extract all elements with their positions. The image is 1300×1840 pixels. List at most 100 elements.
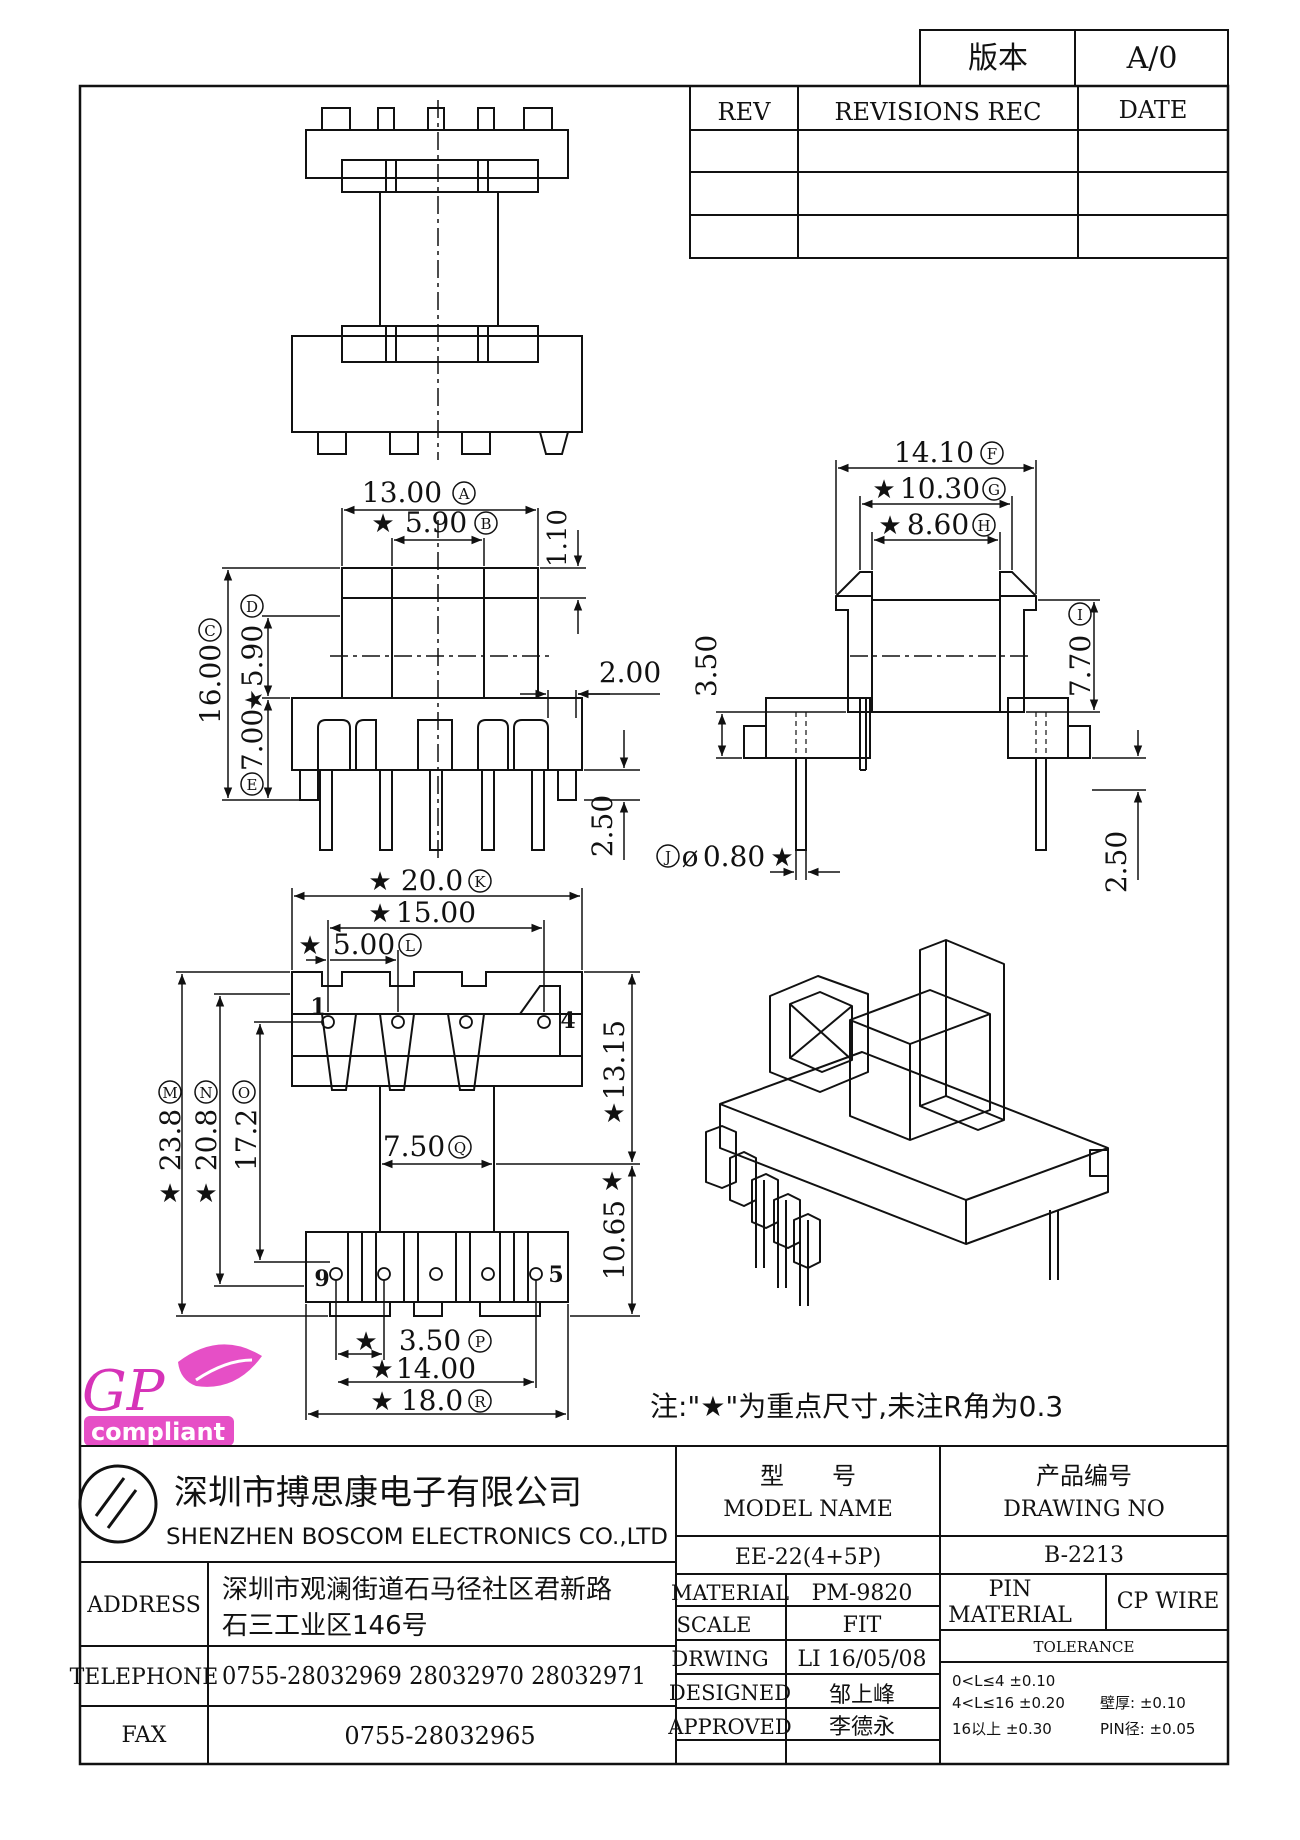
dim-M-value: 23.8	[154, 1109, 187, 1171]
dim-G-marker	[982, 477, 1006, 501]
model-label-cn: 型 号	[760, 1462, 856, 1490]
pin-label-1: 1	[310, 994, 325, 1020]
dim-E-letter: E	[247, 776, 258, 794]
dim-3-50: 3.50	[690, 635, 723, 697]
drawing-label-en: DRAWING NO	[1003, 1497, 1165, 1522]
side-view-hidden-lines	[795, 712, 1047, 758]
drawing-value: B-2213	[1044, 1543, 1124, 1568]
tolerance-label: TOLERANCE	[1034, 1638, 1135, 1656]
dim-H-letter: H	[977, 517, 990, 535]
approved-label: APPROVED	[667, 1715, 791, 1739]
compliant-text: compliant	[91, 1418, 225, 1446]
dim-B-value: 5.90	[405, 506, 467, 539]
isometric-view	[705, 939, 1109, 1306]
pin-label-9: 9	[314, 1266, 329, 1292]
dim-L-letter: L	[405, 937, 415, 955]
dim-K-letter: K	[474, 873, 486, 891]
tol-row2: 4<L≤16 ±0.20	[952, 1694, 1065, 1712]
dim-N-marker	[194, 1080, 218, 1104]
dim-G-star: ★	[872, 475, 895, 505]
gp-logo-text: GP	[82, 1359, 166, 1424]
fax-label: FAX	[122, 1723, 167, 1748]
dim-2-50-side: 2.50	[1100, 831, 1133, 893]
dim-C-letter: C	[204, 622, 215, 640]
front-view	[291, 567, 583, 851]
telephone-label: TELEPHONE	[70, 1665, 219, 1690]
dim-M-marker	[158, 1080, 182, 1104]
pin-label-4: 4	[560, 1008, 575, 1034]
approved-value: 李德永	[829, 1715, 895, 1740]
dim-Q-letter: Q	[454, 1139, 466, 1157]
tol-wall: 壁厚: ±0.10	[1100, 1694, 1186, 1712]
dim-Q-value: 7.50	[383, 1130, 445, 1163]
scale-label: SCALE	[677, 1613, 752, 1637]
dim-E-marker	[240, 772, 264, 796]
side-view	[743, 571, 1091, 851]
dim-F-letter: F	[987, 445, 997, 463]
dim-J-marker	[656, 844, 680, 868]
dim-D-marker	[240, 594, 264, 618]
dim-P-letter: P	[475, 1333, 485, 1351]
dim-L-value: 5.00	[333, 928, 395, 961]
dim-L-star: ★	[298, 931, 321, 961]
dim-O-value: 17.2	[230, 1109, 263, 1171]
dim-2-50-front: 2.50	[586, 795, 619, 857]
version-label: 版本	[968, 41, 1028, 76]
dim-O-letter: O	[238, 1084, 250, 1102]
dim-H-marker	[972, 513, 996, 537]
pin-material-line1: PIN	[989, 1577, 1032, 1602]
dim-K-star: ★	[368, 867, 391, 897]
compliant-banner	[84, 1416, 234, 1446]
dim-Q-marker	[448, 1135, 472, 1159]
dim-H-value: 8.60	[907, 508, 969, 541]
material-label: MATERIAL	[671, 1581, 789, 1605]
dim-E-star: ★	[240, 689, 268, 711]
tol-pin: PIN径: ±0.05	[1100, 1720, 1195, 1738]
dim-M-star: ★	[158, 1179, 181, 1209]
pin-material-value: CP WIRE	[1117, 1589, 1220, 1614]
address-line1: 深圳市观澜街道石马径社区君新路	[222, 1575, 612, 1605]
version-value: A/0	[1126, 41, 1178, 76]
dim-A-value: 13.00	[362, 476, 442, 509]
date-header: DATE	[1119, 96, 1188, 124]
address-label: ADDRESS	[86, 1593, 201, 1618]
dim-R-star: ★	[370, 1387, 393, 1417]
dim-I-value: 7.70	[1064, 635, 1097, 697]
dim-A-letter: A	[458, 485, 470, 503]
scale-value: FIT	[843, 1613, 882, 1638]
designed-value: 邹上峰	[829, 1683, 895, 1708]
front-view-dimensions	[222, 505, 660, 860]
gp-compliant-logo: GP compliant	[82, 1344, 262, 1446]
dim-14-00-star: ★	[370, 1355, 393, 1385]
dim-P-star: ★	[354, 1327, 377, 1357]
dim-N-value: 20.8	[190, 1109, 223, 1171]
dim-M-letter: M	[162, 1084, 177, 1102]
top-view	[291, 107, 583, 455]
tol-row1: 0<L≤4 ±0.10	[952, 1672, 1055, 1690]
dim-B-marker	[474, 511, 498, 535]
fax-value: 0755-28032965	[344, 1722, 535, 1750]
telephone-value: 0755-28032969 28032970 28032971	[222, 1662, 646, 1690]
tol-row3: 16以上 ±0.30	[952, 1720, 1052, 1738]
dim-J-star: ★	[770, 843, 793, 873]
revision-table	[689, 85, 1229, 259]
dim-15-00: 15.00	[396, 896, 476, 929]
material-value: PM-9820	[812, 1581, 913, 1606]
dim-15-00-star: ★	[368, 899, 391, 929]
dim-K-value: 20.0	[401, 864, 463, 897]
dim-D-value: 5.90	[236, 625, 269, 687]
dim-E-value: 7.00	[236, 709, 269, 771]
model-value: EE-22(4+5P)	[735, 1545, 881, 1570]
dim-I-marker	[1068, 602, 1092, 626]
dim-C-value: 16.00	[194, 644, 227, 724]
pin-material-line2: MATERIAL	[948, 1603, 1072, 1628]
dim-10-65: 10.65	[598, 1200, 631, 1280]
company-name-cn: 深圳市搏思康电子有限公司	[174, 1473, 582, 1513]
dim-P-marker	[468, 1329, 492, 1353]
bottom-view	[291, 971, 583, 1317]
dim-1-10: 1.10	[543, 509, 573, 567]
dim-B-star: ★	[371, 509, 394, 539]
dim-G-value: 10.30	[900, 472, 980, 505]
dim-F-marker	[980, 441, 1004, 465]
